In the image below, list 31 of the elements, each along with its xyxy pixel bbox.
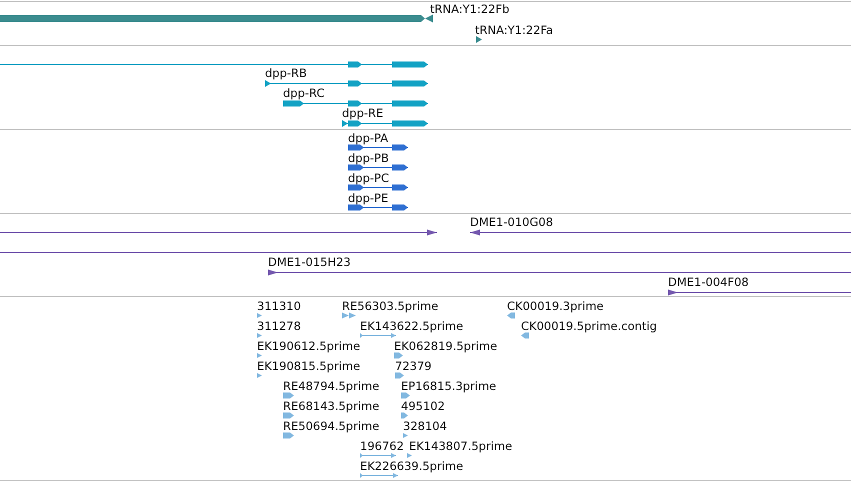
feature-label: dpp-PC [348, 171, 390, 185]
feature-label: DME1-004F08 [668, 275, 749, 289]
feature-label: 72379 [395, 359, 432, 373]
feature-label: CK00019.5prime.contig [521, 319, 657, 333]
feature-label: RE50694.5prime [283, 419, 380, 433]
feature-label: dpp-RE [342, 106, 384, 120]
feature-label: tRNA:Y1:22Fa [475, 23, 554, 37]
feature-label: 311310 [257, 299, 301, 313]
feature-label: RE68143.5prime [283, 399, 380, 413]
feature-label: EK190612.5prime [257, 339, 360, 353]
feature-label: 311278 [257, 319, 301, 333]
feature-label: dpp-RC [283, 86, 324, 100]
feature-label: EP16815.3prime [401, 379, 496, 393]
feature-label: RE56303.5prime [342, 299, 438, 313]
feature-label: dpp-PB [348, 151, 389, 165]
feature-label: 328104 [403, 419, 447, 433]
feature-label: 495102 [401, 399, 445, 413]
feature-label: CK00019.3prime [507, 299, 604, 313]
feature-label: 196762 [360, 439, 404, 453]
feature-label: EK062819.5prime [394, 339, 498, 353]
feature-label: EK226639.5prime [360, 459, 464, 473]
feature-label: EK143807.5prime [409, 439, 512, 453]
feature-label: DME1-010G08 [470, 215, 554, 229]
feature-label: RE48794.5prime [283, 379, 380, 393]
feature-label: dpp-RB [265, 66, 307, 80]
feature-label: EK190815.5prime [257, 359, 360, 373]
feature-label: dpp-PA [348, 131, 388, 145]
feature-label: dpp-PE [348, 191, 388, 205]
feature-label: EK143622.5prime [360, 319, 464, 333]
feature-label: tRNA:Y1:22Fb [430, 2, 510, 16]
feature-label: DME1-015H23 [268, 255, 351, 269]
